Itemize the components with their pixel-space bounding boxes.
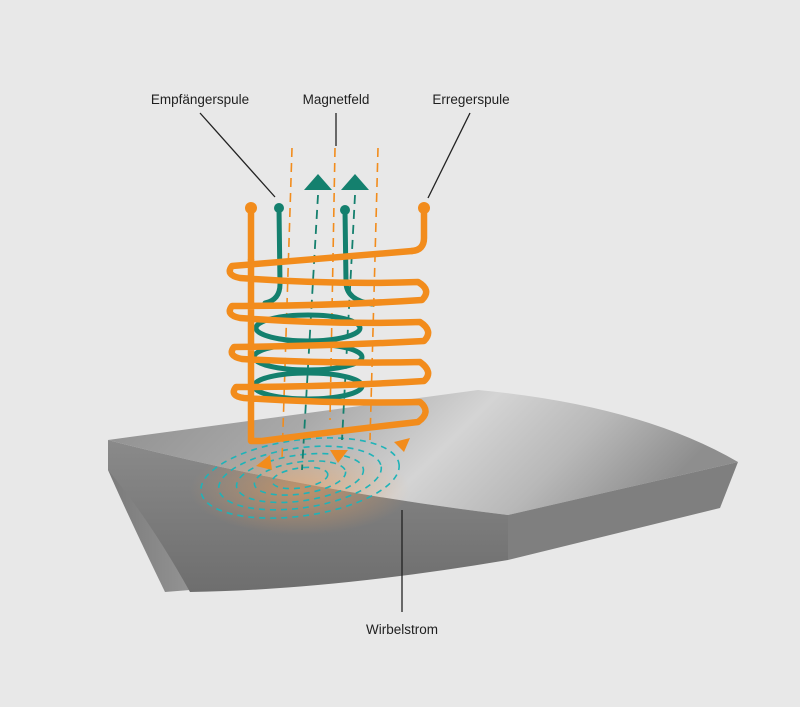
label-receiver-coil: Empfängerspule bbox=[151, 92, 249, 107]
leader-line-excitation bbox=[427, 112, 471, 199]
excitation-coil-lead-right bbox=[408, 206, 428, 255]
eddy-current-arrows bbox=[256, 438, 410, 470]
eddy-current-loop bbox=[200, 437, 400, 519]
excitation-coil-terminal-icon bbox=[245, 202, 257, 214]
label-excitation-coil: Erregerspule bbox=[432, 92, 509, 107]
leader-line-receiver bbox=[199, 112, 276, 198]
label-eddy-current: Wirbelstrom bbox=[366, 622, 438, 637]
eddy-current-loop bbox=[253, 460, 347, 496]
eddy-arrow-left-icon bbox=[256, 455, 272, 470]
eddy-heat-glow bbox=[190, 445, 410, 535]
leader-lines bbox=[199, 112, 471, 612]
eddy-current-loops bbox=[200, 437, 400, 519]
receiver-coil-terminal-icon bbox=[274, 203, 284, 213]
field-arrow-up-icon bbox=[304, 174, 332, 190]
eddy-current-loop bbox=[235, 452, 365, 504]
excitation-coil-winding bbox=[226, 247, 432, 445]
field-arrow-up-icon bbox=[341, 174, 369, 190]
workpiece-right-face bbox=[508, 462, 738, 560]
eddy-current-loop bbox=[271, 466, 329, 490]
excitation-coil-terminal-icon bbox=[418, 202, 430, 214]
receiver-coil-lead-left bbox=[262, 205, 283, 306]
label-magnetic-field: Magnetfeld bbox=[303, 92, 370, 107]
field-line-green-left bbox=[301, 194, 319, 471]
excitation-coil bbox=[226, 202, 432, 445]
eddy-current-loop bbox=[217, 445, 383, 511]
workpiece-top-surface bbox=[108, 390, 738, 515]
receiver-coil-terminal-icon bbox=[340, 205, 350, 215]
eddy-arrow-right-icon bbox=[394, 438, 410, 452]
eddy-arrow-mid-icon bbox=[330, 450, 348, 463]
receiver-coil-turn bbox=[253, 312, 363, 344]
field-line-orange-right bbox=[369, 147, 379, 441]
